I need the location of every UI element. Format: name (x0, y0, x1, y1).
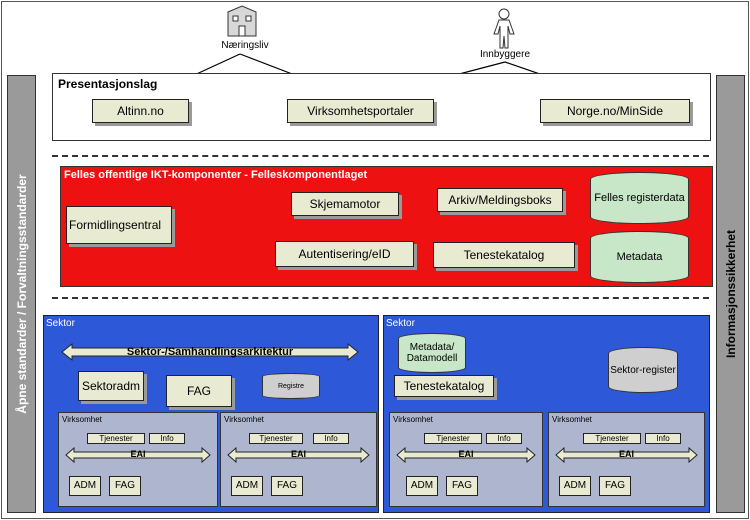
left-bar-label: Åpne standarder / Forvaltningsstandarder (14, 174, 29, 414)
virksomhet-r1: Virksomhet Tjenester Info EAI ADM FAG (389, 412, 543, 507)
virksomhet-label: Virksomhet (62, 415, 102, 424)
tjenester-box: Tjenester (249, 433, 303, 444)
virksomhet-l2: Virksomhet Tjenester Info EAI ADM FAG (220, 412, 377, 507)
fag-box: FAG (271, 476, 303, 496)
fag-box: FAG (446, 476, 478, 496)
sektor-register-cylinder: Sektor-register (608, 347, 678, 393)
autentisering-box: Autentisering/eID (275, 241, 414, 267)
eai-label: EAI (130, 449, 146, 459)
right-security-bar: Informasjonssikkerhet (716, 75, 745, 513)
right-bar-label: Informasjonssikkerhet (723, 229, 738, 359)
formidlingsentral-box: Formidlingsentral (66, 206, 172, 244)
virksomhetsportaler-box: Virksomhetsportaler (287, 99, 434, 123)
virksomhet-l1: Virksomhet Tjenester Info EAI ADM FAG (58, 412, 218, 507)
eai-arrow (65, 447, 211, 463)
arkiv-box: Arkiv/Meldingsboks (437, 188, 563, 212)
felles-registerdata-cylinder: Felles registerdata (590, 172, 689, 224)
info-box: Info (149, 433, 185, 444)
eai-arrow (555, 447, 698, 463)
virksomhet-label: Virksomhet (224, 415, 264, 424)
virksomhet-label: Virksomhet (393, 415, 433, 424)
tjenester-box: Tjenester (424, 433, 482, 444)
eai-label: EAI (458, 449, 474, 459)
tenestekatalog-box: Tenestekatalog (433, 242, 575, 268)
eai-arrow (396, 447, 536, 463)
adm-box: ADM (559, 476, 591, 496)
sector-tenestekatalog-box: Tenestekatalog (394, 375, 494, 397)
registre-cylinder: Registre (262, 373, 320, 399)
sector-arch-label: Sektor-/Samhandlingsarkitektur (126, 346, 294, 358)
skjemamotor-box: Skjemamotor (291, 192, 399, 216)
left-standards-bar: Åpne standarder / Forvaltningsstandarder (7, 75, 36, 513)
norge-minside-box: Norge.no/MinSide (540, 99, 690, 123)
info-box: Info (645, 433, 681, 444)
tjenester-box: Tjenester (87, 433, 145, 444)
adm-box: ADM (406, 476, 438, 496)
sektoradm-box: Sektoradm (78, 371, 144, 401)
sector-right-label: Sektor (386, 318, 415, 329)
tjenester-box: Tjenester (583, 433, 641, 444)
actor-label-naeringsliv: Næringsliv (221, 40, 269, 51)
virksomhet-r2: Virksomhet Tjenester Info EAI ADM FAG (548, 412, 705, 507)
altinn-box: Altinn.no (92, 99, 189, 123)
fag-box: FAG (599, 476, 631, 496)
info-box: Info (486, 433, 522, 444)
person-icon (493, 8, 515, 49)
common-components-title: Felles offentlige IKT-komponenter - Fell… (64, 169, 368, 181)
info-box: Info (313, 433, 349, 444)
adm-box: ADM (69, 476, 101, 496)
metadata-cylinder: Metadata (590, 231, 689, 283)
fag-box: FAG (109, 476, 141, 496)
layer-divider-1 (52, 155, 709, 157)
eai-label: EAI (290, 449, 306, 459)
sector-metadata-cylinder: Metadata/ Datamodell (398, 333, 466, 373)
sector-arch-arrow (61, 342, 359, 362)
actor-label-innbyggere: Innbyggere (479, 49, 531, 60)
presentation-title: Presentasjonslag (58, 77, 158, 91)
adm-box: ADM (231, 476, 263, 496)
layer-divider-2 (52, 297, 709, 299)
sector-left-label: Sektor (46, 318, 75, 329)
building-icon (227, 5, 257, 37)
eai-label: EAI (618, 449, 634, 459)
sector-fag-box: FAG (166, 375, 232, 407)
eai-arrow (227, 447, 370, 463)
virksomhet-label: Virksomhet (552, 415, 592, 424)
